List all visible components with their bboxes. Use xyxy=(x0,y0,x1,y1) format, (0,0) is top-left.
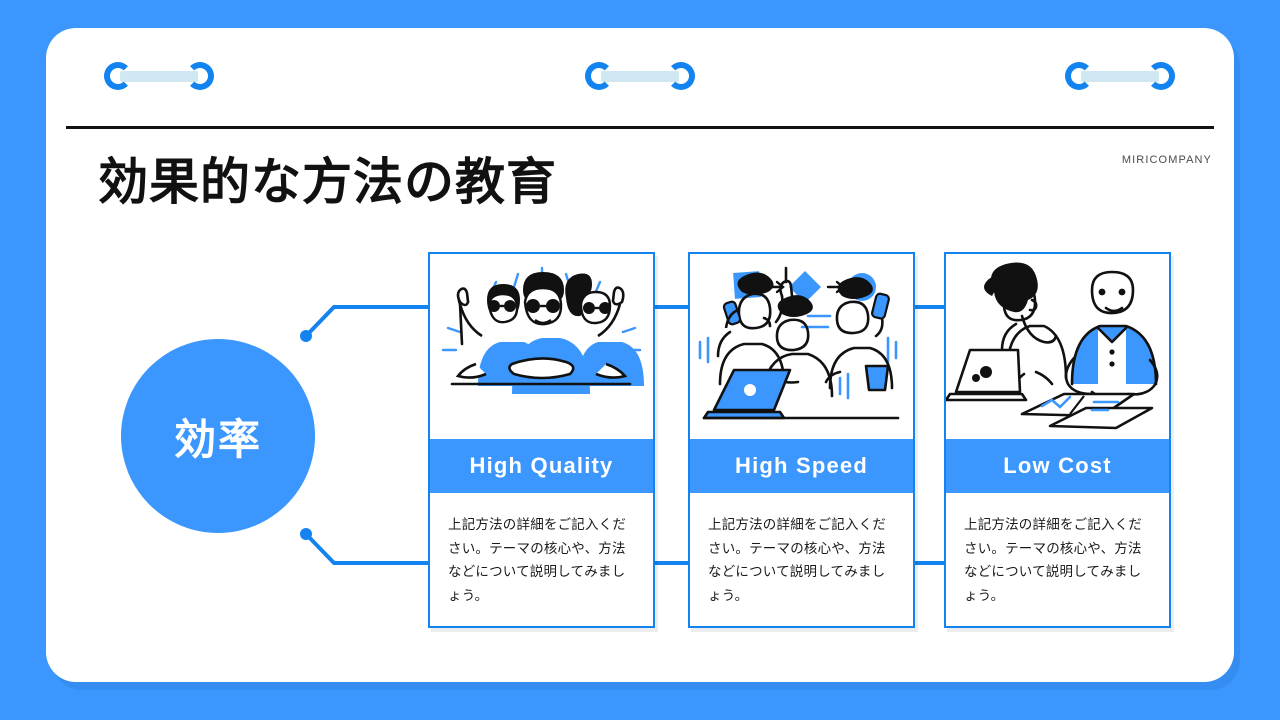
brand-logo-text: MIRICOMPANY xyxy=(1121,154,1212,166)
chain-ring-right-icon xyxy=(1147,62,1175,90)
chain-bar xyxy=(120,71,198,82)
feature-card-high-quality[interactable]: High Quality 上記方法の詳細をご記入ください。テーマの核心や、方法な… xyxy=(428,252,655,628)
card-title: Low Cost xyxy=(946,439,1169,493)
card-title: High Quality xyxy=(430,439,653,493)
team-multitasking-illustration xyxy=(690,254,913,439)
chain-ring-left-icon xyxy=(104,62,132,90)
chain-ring-left-icon xyxy=(1065,62,1093,90)
chain-ring-left-icon xyxy=(585,62,613,90)
hub-label: 効率 xyxy=(173,415,262,463)
chain-bar xyxy=(601,71,679,82)
card-body-text: 上記方法の詳細をご記入ください。テーマの核心や、方法などについて説明してみましょ… xyxy=(708,517,887,603)
feature-card-high-speed[interactable]: High Speed 上記方法の詳細をご記入ください。テーマの核心や、方法などに… xyxy=(688,252,915,628)
page-title: 効果的な方法の教育 xyxy=(98,154,557,210)
team-cheering-illustration xyxy=(430,254,653,439)
chain-ring-right-icon xyxy=(667,62,695,90)
chain-link-left-decoration xyxy=(104,62,214,90)
header-divider xyxy=(66,126,1214,129)
card-title: High Speed xyxy=(690,439,913,493)
chain-ring-right-icon xyxy=(186,62,214,90)
hub-circle: 効率 xyxy=(121,339,315,533)
card-body-text: 上記方法の詳細をご記入ください。テーマの核心や、方法などについて説明してみましょ… xyxy=(448,517,627,603)
chain-link-right-decoration xyxy=(1065,62,1175,90)
chain-bar xyxy=(1081,71,1159,82)
chain-link-center-decoration xyxy=(585,62,695,90)
team-reviewing-charts-illustration xyxy=(946,254,1169,439)
card-body-text: 上記方法の詳細をご記入ください。テーマの核心や、方法などについて説明してみましょ… xyxy=(964,517,1143,603)
feature-card-low-cost[interactable]: Low Cost 上記方法の詳細をご記入ください。テーマの核心や、方法などについ… xyxy=(944,252,1171,628)
